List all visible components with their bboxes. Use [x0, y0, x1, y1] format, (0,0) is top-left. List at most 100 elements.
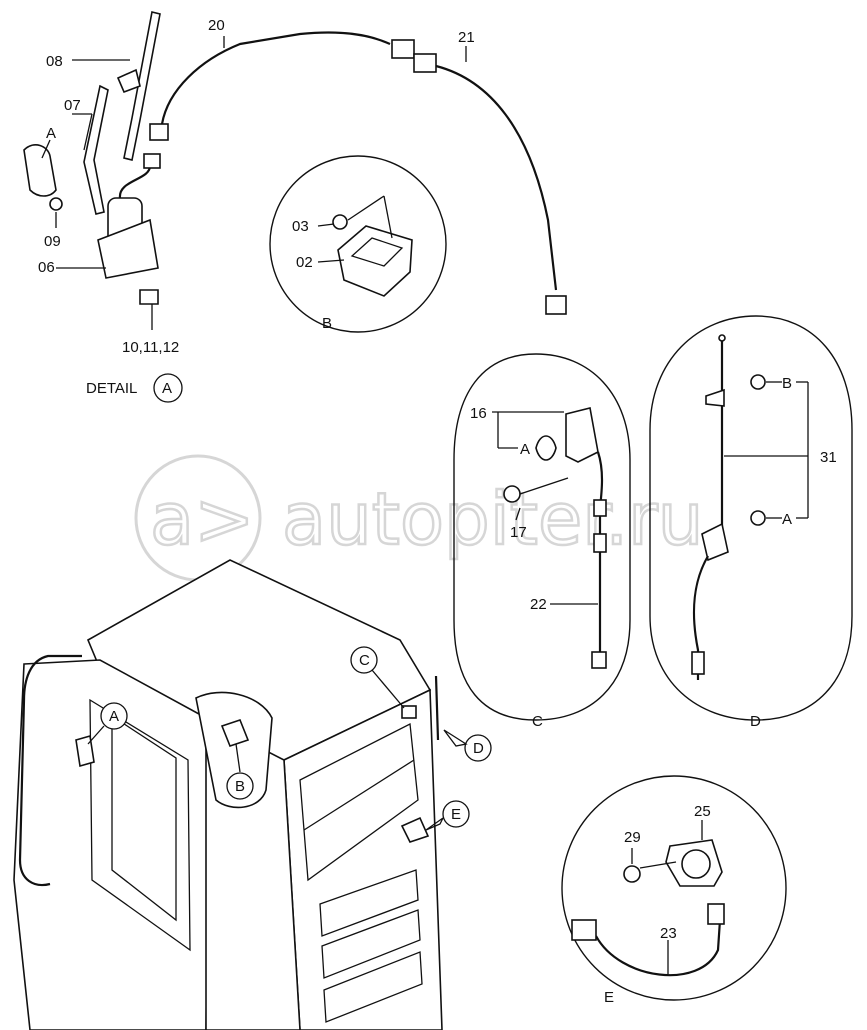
part-02-lens — [350, 237, 404, 267]
detail-caption-prefix: DETAIL — [86, 380, 137, 397]
top-left-leaders — [41, 36, 467, 330]
cab-antenna-D — [434, 675, 440, 741]
harness-21 — [435, 64, 558, 291]
callout-B-circle — [226, 772, 254, 800]
label-31: 31 — [820, 449, 837, 466]
detail-caption-circle — [153, 373, 183, 403]
top-left-labels: 08 07 A 09 06 10,11,12 20 21 DETAIL A — [38, 17, 475, 403]
part-25-lens — [681, 849, 711, 879]
harness-21-connector-end — [545, 295, 567, 315]
label-22: 22 — [530, 596, 547, 613]
label-07: 07 — [64, 97, 81, 114]
cable-23-connector-left — [571, 919, 597, 941]
antenna-tip — [718, 334, 726, 342]
detail-B-label: B — [322, 315, 332, 332]
cab-windshield-bar — [303, 759, 415, 831]
nut-09 — [49, 197, 63, 211]
label-23: 23 — [660, 925, 677, 942]
label-03: 03 — [292, 218, 309, 235]
cable-22-connector-end — [591, 651, 607, 669]
detail-caption-letter: A — [162, 380, 172, 397]
cab-grille-1 — [319, 869, 419, 937]
part-02-lamp — [337, 225, 413, 297]
part-16-lamp — [565, 407, 599, 463]
cab-pillar-panel — [195, 691, 273, 809]
screw-A-d — [750, 510, 766, 526]
label-06: 06 — [38, 259, 55, 276]
label-A-d: A — [782, 511, 792, 528]
callout-A-circle — [100, 702, 128, 730]
detail-B-circle — [269, 155, 447, 333]
watermark-text: autopiter.ru — [282, 477, 703, 561]
cab-lamp-A — [75, 734, 95, 768]
harness-21-connector — [413, 53, 437, 73]
wiper-part-A — [23, 144, 57, 197]
callout-A-text: A — [109, 708, 119, 725]
cab-drawing — [13, 559, 443, 1030]
label-21: 21 — [458, 29, 475, 46]
cab-door-window-inner — [111, 714, 177, 922]
cab-lamp-E — [400, 816, 430, 843]
screw-03 — [332, 214, 348, 230]
wiper-assembly — [23, 11, 161, 305]
callout-C-text: C — [359, 652, 370, 669]
label-16: 16 — [470, 405, 487, 422]
callout-D-text: D — [473, 740, 484, 757]
detail-E: 25 29 23 E — [561, 775, 787, 1006]
label-08: 08 — [46, 53, 63, 70]
callout-E-text: E — [451, 806, 461, 823]
label-17: 17 — [510, 524, 527, 541]
callout-E-circle — [442, 800, 470, 828]
watermark-logo-text: a> — [150, 477, 254, 561]
part-A-c — [535, 435, 557, 461]
cable-22-connector-top — [593, 499, 607, 517]
cab-windshield — [299, 722, 419, 882]
label-29: 29 — [624, 829, 641, 846]
cab-grille-2 — [321, 909, 421, 979]
detail-D-outline — [649, 315, 853, 721]
cable-22-connector-mid — [593, 533, 607, 553]
motor-cable — [118, 165, 152, 199]
screw-B-d — [750, 374, 766, 390]
harness-20 — [160, 31, 391, 125]
antenna-bracket-top — [705, 388, 725, 407]
wiper-blade-08-clip — [116, 68, 141, 94]
detail-E-label: E — [604, 989, 614, 1006]
antenna-connector — [691, 651, 705, 675]
cab-door-window — [89, 698, 191, 952]
cab-grille-3 — [323, 951, 423, 1023]
harness-20-connector-end — [149, 123, 169, 141]
antenna-bracket-bottom — [701, 522, 729, 562]
label-B-d: B — [782, 375, 792, 392]
detail-E-circle — [561, 775, 787, 1001]
cab-lamp-B — [220, 719, 250, 747]
label-A-top: A — [46, 125, 56, 142]
watermark: a> autopiter.ru — [134, 454, 705, 582]
cab-handrail — [18, 654, 82, 887]
screw-29 — [623, 865, 641, 883]
antenna-cable — [692, 555, 709, 680]
cab-lamp-C — [401, 705, 417, 719]
label-20: 20 — [208, 17, 225, 34]
cable-23 — [595, 919, 722, 977]
harness-20-21 — [149, 31, 567, 315]
motor-connector — [143, 153, 161, 169]
bolt-10-11-12 — [139, 289, 159, 305]
detail-C-outline — [453, 353, 631, 721]
detail-D: B 31 A D — [649, 315, 853, 730]
cable-23-connector-right — [707, 903, 725, 925]
screw-17 — [503, 485, 521, 503]
cab-callouts: A B C D E — [87, 646, 492, 831]
harness-20-connector — [391, 39, 415, 59]
callout-C-circle — [350, 646, 378, 674]
wiper-arm-07 — [83, 84, 109, 215]
label-02: 02 — [296, 254, 313, 271]
label-09: 09 — [44, 233, 61, 250]
label-25: 25 — [694, 803, 711, 820]
detail-C-label: C — [532, 713, 543, 730]
label-A-c: A — [520, 441, 530, 458]
detail-B: 03 02 B — [269, 155, 447, 333]
callout-D-circle — [464, 734, 492, 762]
callout-B-text: B — [235, 778, 245, 795]
